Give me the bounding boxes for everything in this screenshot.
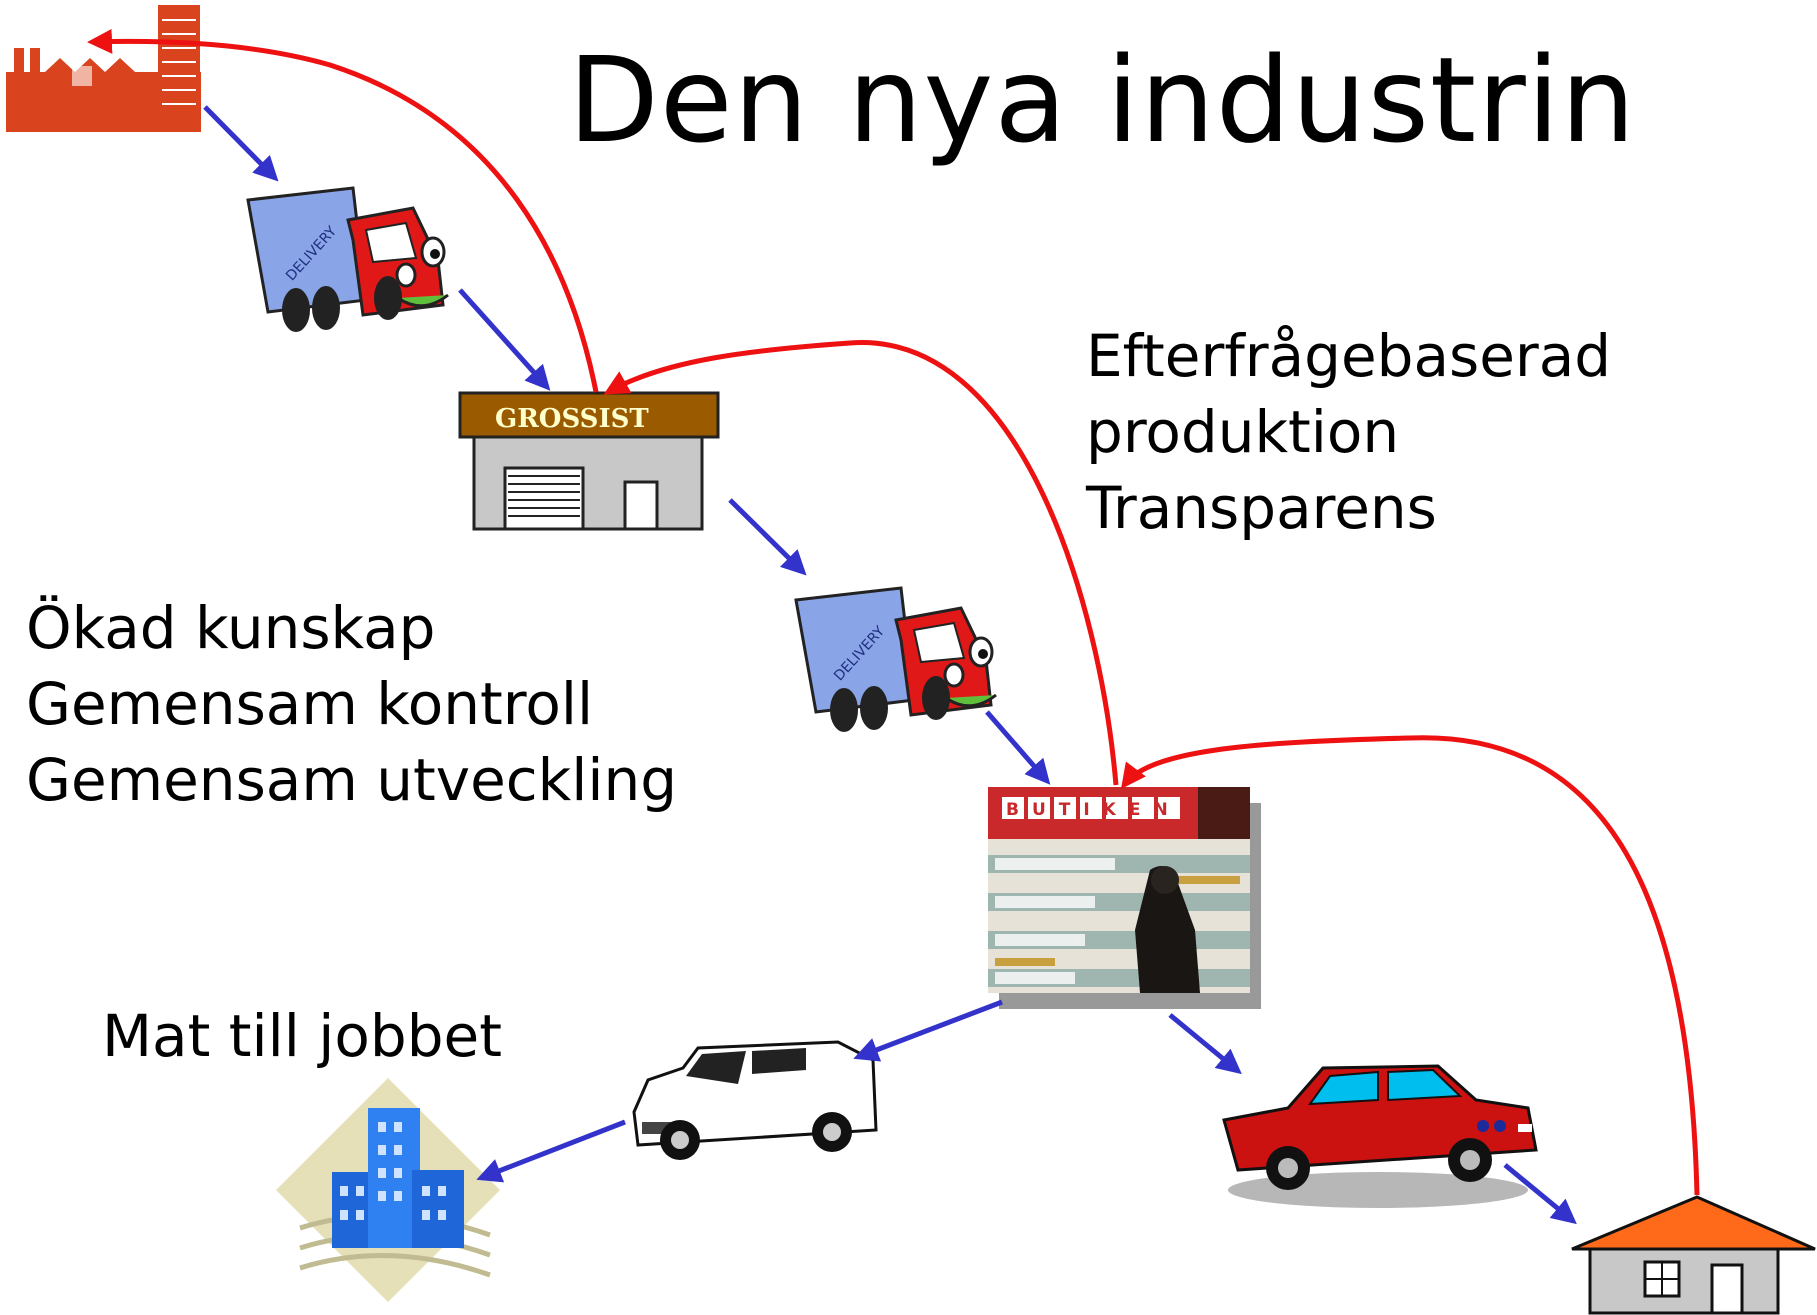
house-icon [1571, 1195, 1816, 1315]
feedback-arrow [1121, 735, 1700, 1196]
flow-arrow [985, 710, 1051, 785]
office-buildings-icon [276, 1078, 500, 1302]
flow-arrow [1503, 1163, 1577, 1225]
slide-title: Den nya industrin [568, 31, 1637, 169]
flow-arrow [728, 498, 807, 576]
text-line: produktion [1086, 398, 1400, 466]
flow-arrow [476, 1119, 626, 1183]
flow-arrow [853, 999, 1003, 1062]
wholesaler-sign: GROSSIST [495, 404, 649, 434]
text-line: Gemensam kontroll [26, 670, 594, 738]
demand-text-block: Efterfrågebaserad produktion Transparens [1086, 318, 1611, 546]
text-line: Ökad kunskap [26, 594, 436, 662]
wholesaler-building-icon: GROSSIST [458, 391, 720, 531]
flow-arrow [458, 288, 551, 391]
flow-arrow [1168, 1013, 1242, 1075]
delivery-van-icon [632, 1040, 878, 1160]
car-icon [1222, 1064, 1538, 1208]
feedback-arrow [87, 28, 599, 393]
flow-arrow [203, 105, 279, 182]
feedback-arrow [603, 340, 1119, 786]
text-line: Gemensam utveckling [26, 746, 678, 814]
delivery-truck-icon: DELIVERY [246, 186, 449, 332]
factory-icon [6, 5, 201, 132]
knowledge-text-block: Ökad kunskap Gemensam kontroll Gemensam … [26, 590, 677, 818]
text-line: Efterfrågebaserad [1086, 322, 1612, 390]
grocery-store-photo: BUTIKEN [988, 787, 1261, 1009]
lunch-to-work-label: Mat till jobbet [102, 1002, 502, 1070]
store-sign: BUTIKEN [1006, 800, 1181, 820]
delivery-truck-icon: DELIVERY [794, 586, 997, 732]
text-line: Transparens [1086, 474, 1437, 542]
